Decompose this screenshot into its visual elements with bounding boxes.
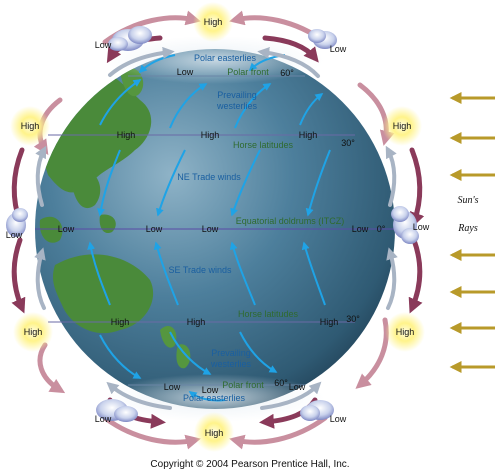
polar-easterlies-label-n: Polar easterlies xyxy=(194,53,257,63)
lat-0-label: 0° xyxy=(377,224,386,234)
cell-bottom-arc-left xyxy=(102,415,201,450)
low-label-60n-left: Low xyxy=(177,67,194,77)
high-label-lower-left: High xyxy=(24,327,43,337)
sun-rays-label-1: Sun's xyxy=(457,195,478,206)
low-label-right: Low xyxy=(413,222,430,232)
horse-latitudes-label-s: Horse latitudes xyxy=(238,309,299,319)
high-glow-top xyxy=(193,2,233,42)
lat-30n-label: 30° xyxy=(341,138,355,148)
cloud-left-equator xyxy=(6,208,28,237)
low-label-60s-left: Low xyxy=(164,382,181,392)
high-label-30s-2: High xyxy=(187,317,206,327)
low-label-60s-right: Low xyxy=(289,382,306,392)
cell-left-hadley-s-outer xyxy=(11,237,26,314)
high-glow-upper-right xyxy=(382,106,422,146)
cell-left-ferrel-s xyxy=(37,342,66,394)
low-label-bottom-right: Low xyxy=(330,414,347,424)
cell-right-hadley-s-inner xyxy=(386,247,398,310)
lat-60s-label: 60° xyxy=(274,378,288,388)
horse-latitudes-label-n: Horse latitudes xyxy=(233,140,294,150)
cloud-bottom-left xyxy=(96,399,138,422)
prevailing-westerlies-label-s2: westerlies xyxy=(210,359,252,369)
se-trade-arrow-1 xyxy=(87,241,111,306)
low-label-eq-2: Low xyxy=(146,224,163,234)
cell-right-hadley-s-outer xyxy=(408,237,423,314)
se-trade-arrow-4 xyxy=(301,241,326,306)
low-label-60s-mid: Low xyxy=(202,385,219,395)
cloud-top-right xyxy=(308,29,337,49)
cell-left-hadley-n-inner xyxy=(35,145,47,207)
cloud-bottom-right xyxy=(300,400,334,421)
high-label-30n-1: High xyxy=(117,130,136,140)
labels: High High High High High High Low Low Lo… xyxy=(6,17,479,470)
prevailing-westerlies-label-n2: westerlies xyxy=(216,101,258,111)
se-trade-arrow-3 xyxy=(229,241,256,306)
high-label-30s-3: High xyxy=(320,317,339,327)
cell-right-hadley-n-inner xyxy=(385,145,397,207)
cell-top-right-inner xyxy=(257,46,320,78)
sun-rays-arrows xyxy=(449,92,495,373)
cell-bottom-left-inner xyxy=(106,381,172,410)
circulation-cells xyxy=(9,10,425,450)
lat-30s-label: 30° xyxy=(346,314,360,324)
high-label-upper-left: High xyxy=(21,121,40,131)
high-label-30n-3: High xyxy=(299,130,318,140)
low-label-eq-3: Low xyxy=(202,224,219,234)
high-glow-lower-left xyxy=(13,312,53,352)
low-label-bottom-left: Low xyxy=(95,414,112,424)
low-label-top-right: Low xyxy=(330,44,347,54)
westerly-arrow-s2 xyxy=(169,331,212,375)
high-label-30s-1: High xyxy=(111,317,130,327)
lat-60n-label: 60° xyxy=(280,68,294,78)
se-trade-winds-label: SE Trade winds xyxy=(168,265,232,275)
westerly-arrow-n1 xyxy=(99,79,142,126)
low-pressure-clouds xyxy=(6,26,419,422)
low-label-top-left: Low xyxy=(95,40,112,50)
low-label-eq-1: Low xyxy=(58,224,75,234)
polar-front-label-n: Polar front xyxy=(227,67,269,77)
se-trade-arrow-2 xyxy=(153,241,179,306)
cell-bottom-arc-right xyxy=(229,415,328,450)
high-pressure-glows xyxy=(10,2,425,452)
cell-right-hadley-n-outer xyxy=(409,147,425,228)
high-label-bottom: High xyxy=(205,428,224,438)
ne-trade-winds-label: NE Trade winds xyxy=(177,172,241,182)
westerly-arrow-n3 xyxy=(234,83,272,129)
polar-easterlies-label-s: Polar easterlies xyxy=(183,393,246,403)
westerly-arrow-n2 xyxy=(169,83,208,129)
cell-left-hadley-s-inner xyxy=(34,247,46,310)
latitude-lines xyxy=(35,75,395,386)
ne-trade-arrow-1 xyxy=(97,149,121,217)
westerly-arrow-s3 xyxy=(239,331,278,373)
cloud-top-left xyxy=(108,26,152,51)
sun-rays-label-2: Rays xyxy=(457,223,478,234)
cloud-right-equator xyxy=(391,206,419,244)
polar-front-label-s: Polar front xyxy=(222,380,264,390)
high-label-top: High xyxy=(204,17,223,27)
polar-easterly-arrow-s1 xyxy=(188,391,226,402)
ne-trade-arrow-2 xyxy=(156,149,186,217)
cell-top-right-outer xyxy=(262,35,319,63)
westerly-arrow-s1 xyxy=(99,334,142,379)
high-glow-bottom xyxy=(194,412,234,452)
high-label-lower-right: High xyxy=(396,327,415,337)
equatorial-doldrums-label: Equatorial doldrums (ITCZ) xyxy=(236,216,345,226)
prevailing-westerlies-label-s1: Prevailing xyxy=(211,348,251,358)
cell-top-left-inner xyxy=(108,46,175,77)
low-label-eq-4: Low xyxy=(352,224,369,234)
cell-bottom-right-inner xyxy=(260,381,322,410)
ne-trade-arrow-3 xyxy=(230,149,261,217)
high-glow-upper-left xyxy=(10,106,50,146)
high-glow-lower-right xyxy=(385,312,425,352)
copyright-text: Copyright © 2004 Pearson Prentice Hall, … xyxy=(150,459,349,470)
high-label-upper-right: High xyxy=(393,121,412,131)
high-label-30n-2: High xyxy=(201,130,220,140)
low-label-left: Low xyxy=(6,230,23,240)
ne-trade-arrow-4 xyxy=(305,149,331,217)
westerly-arrow-n4 xyxy=(299,93,324,126)
prevailing-westerlies-label-n1: Prevailing xyxy=(217,90,257,100)
